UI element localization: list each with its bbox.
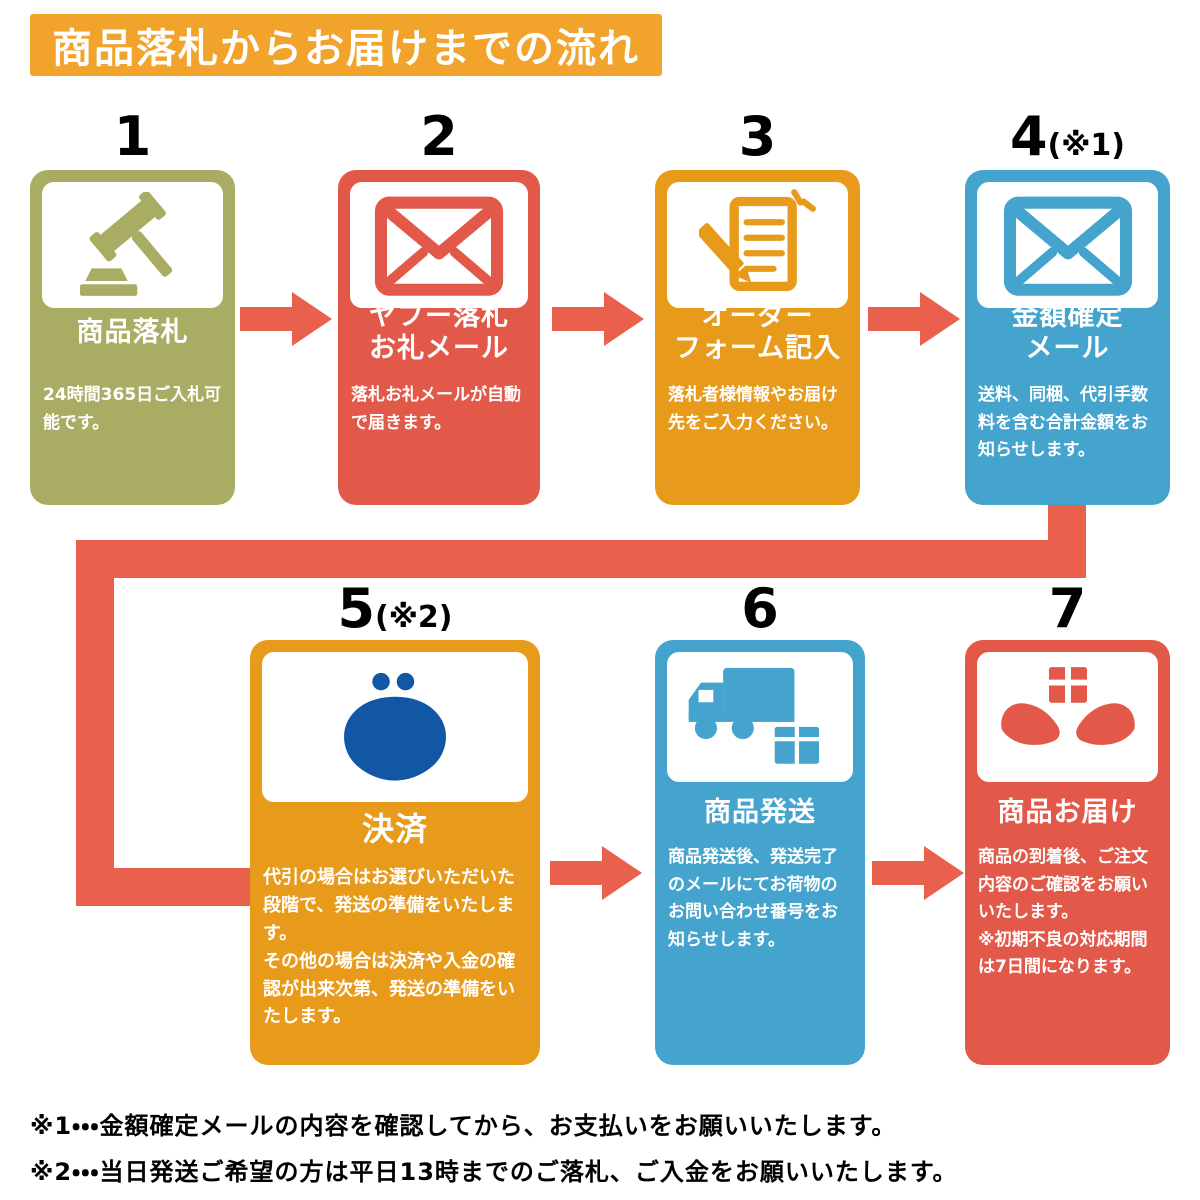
icon-box [262, 652, 528, 802]
flow-connector-left-down [76, 540, 114, 906]
step-card-thanks-mail: ヤフー落札 お礼メール 落札お礼メールが自動で届きます。 [338, 170, 540, 505]
arrow-right-icon [872, 846, 964, 900]
mail-icon [374, 196, 504, 296]
step-title: オーダー フォーム記入 [673, 301, 842, 364]
step-number-4: 4(※1) [1009, 105, 1126, 168]
icon-box [42, 182, 223, 308]
truck-box-icon [688, 667, 819, 764]
coin-purse-icon [344, 672, 446, 781]
step-desc: 商品の到着後、ご注文内容のご確認をお願いいたします。 ※初期不良の対応期間は7日… [978, 847, 1148, 978]
pencil-form-icon [698, 189, 816, 292]
step-desc: 商品発送後、発送完了のメールにてお荷物のお問い合わせ番号をお知らせします。 [668, 847, 838, 950]
step-card-shipping: 商品発送 商品発送後、発送完了のメールにてお荷物のお問い合わせ番号をお知らせしま… [655, 640, 865, 1065]
step-number-6: 6 [741, 577, 779, 640]
step-desc: 落札者様情報やお届け先をご入力ください。 [668, 385, 838, 433]
flow-connector-across [76, 540, 1086, 578]
mail-icon [1003, 196, 1132, 296]
step-card-delivery: 商品お届け 商品の到着後、ご注文内容のご確認をお願いいたします。 ※初期不良の対… [965, 640, 1170, 1065]
step-title: ヤフー落札 お礼メール [369, 301, 509, 364]
arrow-right-icon [868, 292, 960, 346]
step-number-7: 7 [1048, 577, 1087, 640]
step-title: 商品お届け [997, 797, 1138, 829]
step-title: 商品発送 [704, 797, 816, 829]
step-card-order-form: オーダー フォーム記入 落札者様情報やお届け先をご入力ください。 [655, 170, 860, 505]
step-number-3: 3 [738, 105, 777, 168]
step-title: 金額確定 メール [1011, 301, 1124, 364]
step-desc: 24時間365日ご入札可能です。 [43, 385, 222, 433]
step-desc: 代引の場合はお選びいただいた段階で、発送の準備をいたします。 その他の場合は決済… [263, 867, 515, 1028]
arrow-right-icon [552, 292, 644, 346]
icon-box [667, 652, 853, 782]
icon-box [977, 182, 1158, 308]
step-title: 商品落札 [76, 317, 189, 349]
icon-box [667, 182, 848, 308]
step-number-5: 5(※2) [337, 577, 453, 640]
arrow-right-icon [240, 292, 332, 346]
icon-box [977, 652, 1158, 782]
step-title: 決済 [361, 810, 428, 849]
hands-package-icon [1000, 667, 1135, 745]
step-card-auction: 商品落札 24時間365日ご入札可能です。 [30, 170, 235, 505]
step-card-payment: 決済 代引の場合はお選びいただいた段階で、発送の準備をいたします。 その他の場合… [250, 640, 540, 1065]
step-number-2: 2 [420, 105, 458, 168]
footnote-2: ※2・・・当日発送ご希望の方は平日13時までのご落札、ご入金をお願いいたします。 [30, 1158, 958, 1186]
step-number-1: 1 [113, 105, 152, 168]
step-card-price-mail: 金額確定 メール 送料、同梱、代引手数料を含む合計金額をお知らせします。 [965, 170, 1170, 505]
footnote-1: ※1・・・金額確定メールの内容を確認してから、お支払いをお願いいたします。 [30, 1112, 897, 1140]
flow-connector-into-step5 [76, 868, 250, 906]
page-title: 商品落札からお届けまでの流れ [52, 26, 640, 72]
step-desc: 落札お礼メールが自動で届きます。 [351, 385, 521, 433]
title-banner: 商品落札からお届けまでの流れ [30, 14, 662, 76]
step-desc: 送料、同梱、代引手数料を含む合計金額をお知らせします。 [978, 385, 1148, 461]
arrow-right-icon [550, 846, 642, 900]
gavel-icon [79, 192, 172, 296]
icon-box [350, 182, 528, 308]
